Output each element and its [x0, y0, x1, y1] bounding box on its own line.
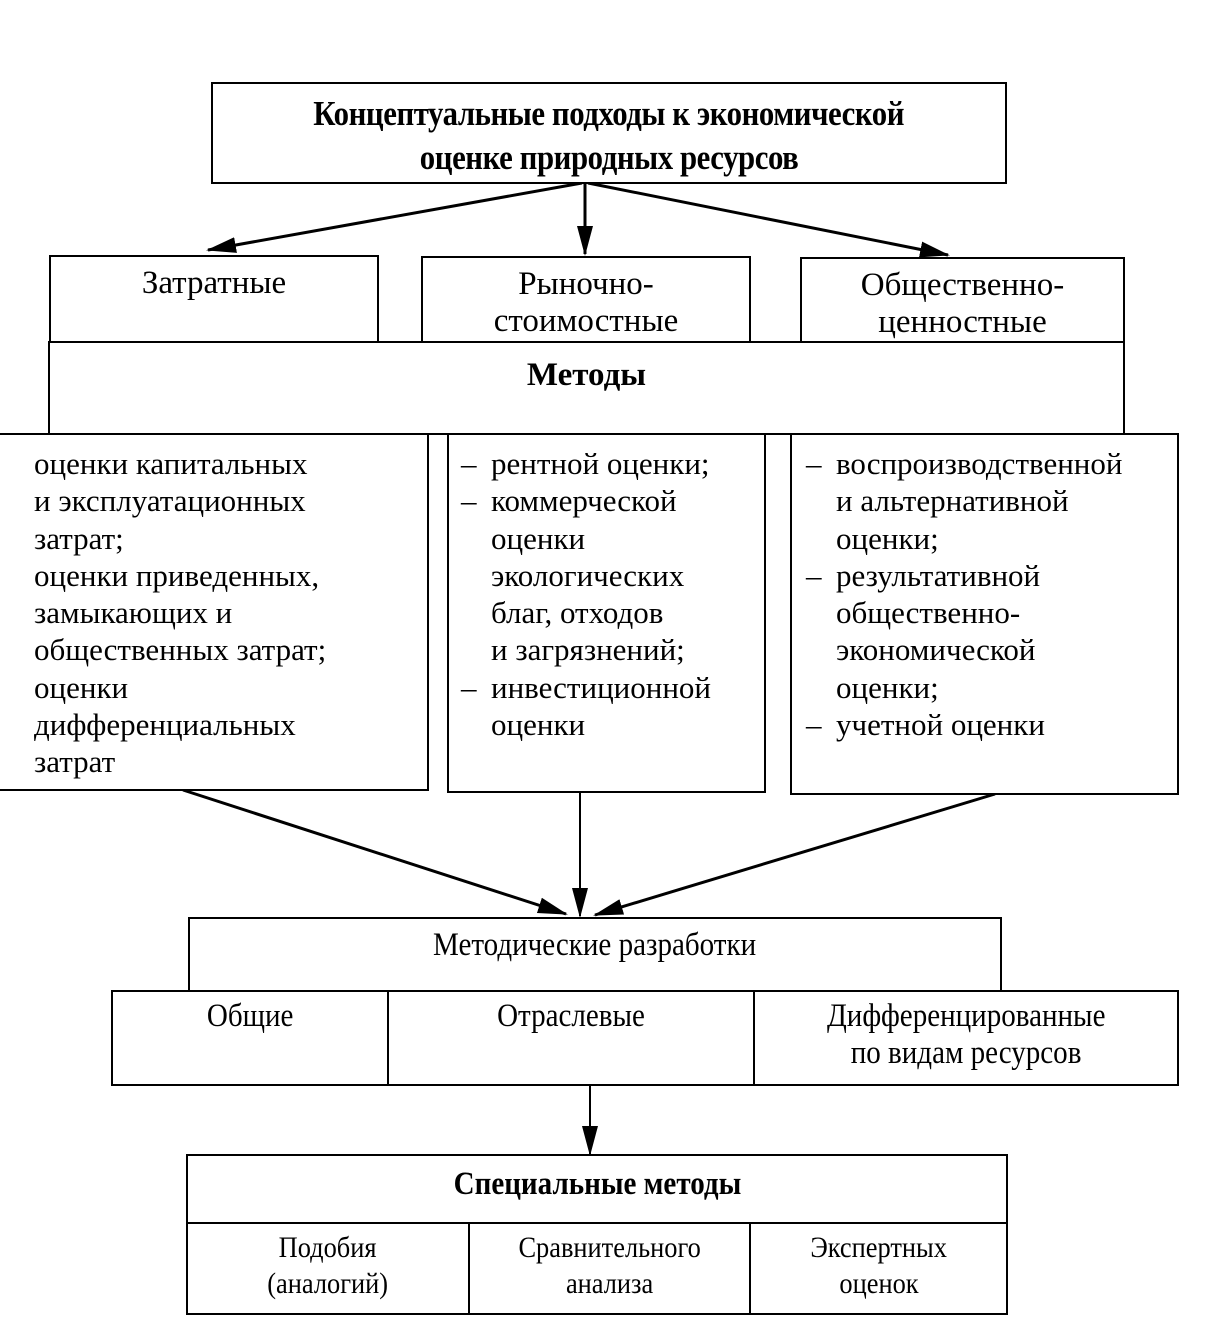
method-item: –учетной оценки — [806, 706, 1122, 743]
arrow-social-to-developments — [593, 792, 996, 917]
method-item: оценки — [34, 669, 129, 705]
arrow-to-social-approach — [587, 181, 950, 258]
approach-market-box: Рыночно- стоимостные — [421, 256, 751, 343]
development-sectoral-label: Отраслевые — [497, 998, 645, 1034]
method-item: оценки капитальных — [34, 446, 308, 481]
method-item: оценки — [461, 520, 711, 557]
approach-social-label-1: Общественно- — [860, 267, 1065, 303]
approach-social-label-2: ценностные — [878, 304, 1047, 340]
approach-market-label-2: стоимостные — [493, 303, 679, 339]
special-analogy-label-1: Подобия — [279, 1231, 377, 1264]
special-comparative-box: Сравнительного анализа — [468, 1222, 751, 1315]
method-item: –рентной оценки; — [461, 445, 711, 482]
method-item: оценки приведенных, — [34, 557, 320, 593]
approach-cost-label: Затратные — [141, 265, 287, 301]
method-item-text: учетной оценки — [836, 707, 1045, 743]
bullet-dash: – — [806, 707, 822, 743]
method-item: –результативной — [806, 557, 1122, 594]
special-comparative-label-1: Сравнительного — [518, 1231, 701, 1264]
method-item: дифференциальных — [34, 707, 296, 743]
method-item: –воспроизводственной — [806, 445, 1122, 482]
arrow-cost-to-developments — [182, 788, 568, 916]
root-title-line1: Концептуальные подходы к экономической — [313, 94, 905, 133]
method-item: экологических — [461, 557, 711, 594]
method-item-text: воспроизводственной — [836, 446, 1123, 481]
approach-market-label-1: Рыночно- — [518, 266, 654, 302]
developments-header-box: Методические разработки — [188, 917, 1002, 992]
method-item-text: и альтернативной — [836, 483, 1069, 519]
special-header-label: Специальные методы — [453, 1166, 741, 1202]
method-item-text: рентной оценки; — [491, 446, 710, 481]
method-item-text: экологических — [491, 557, 685, 593]
method-item-text: коммерческой — [491, 483, 677, 519]
bullet-dash: – — [806, 446, 822, 481]
bullet-dash: – — [461, 669, 477, 705]
method-item: экономической — [806, 631, 1122, 668]
method-item: и загрязнений; — [461, 631, 711, 668]
special-analogy-label-2: (аналогий) — [267, 1267, 389, 1300]
special-analogy-box: Подобия (аналогий) — [186, 1222, 470, 1315]
method-item-text: оценки — [491, 707, 586, 743]
method-item: оценки — [461, 706, 711, 743]
method-item: и альтернативной — [806, 482, 1122, 519]
approach-cost-box: Затратные — [49, 255, 379, 343]
special-expert-label-1: Экспертных — [810, 1231, 947, 1264]
method-item: –инвестиционной — [461, 669, 711, 706]
method-item-text: благ, отходов — [491, 595, 664, 631]
development-differentiated-box: Дифференцированные по видам ресурсов — [753, 990, 1179, 1086]
development-sectoral-box: Отраслевые — [387, 990, 755, 1086]
development-general-box: Общие — [111, 990, 389, 1086]
approach-social-box: Общественно- ценностные — [800, 257, 1125, 343]
method-item-text: оценки; — [836, 520, 939, 556]
method-item-text: оценки — [491, 520, 586, 556]
special-expert-label-2: оценок — [838, 1267, 919, 1300]
special-comparative-label-2: анализа — [565, 1267, 654, 1300]
method-item: общественных затрат; — [34, 632, 327, 668]
method-item-text: результативной — [836, 557, 1041, 593]
method-item: замыкающих и — [34, 595, 233, 631]
method-item: оценки; — [806, 669, 1122, 706]
bullet-dash: – — [806, 557, 822, 593]
method-item-text: оценки; — [836, 669, 939, 705]
method-item: общественно- — [806, 594, 1122, 631]
method-item: затрат; — [34, 520, 124, 556]
method-item-text: экономической — [836, 632, 1036, 668]
root-title-line2: оценке природных ресурсов — [419, 138, 799, 177]
special-header-box: Специальные методы — [186, 1154, 1008, 1224]
methods-header-box: Методы — [48, 341, 1125, 435]
method-item: и эксплуатационных — [34, 483, 306, 519]
methods-header-label: Методы — [526, 357, 647, 393]
method-item-text: и загрязнений; — [491, 632, 685, 668]
arrow-to-cost-approach — [206, 181, 583, 253]
development-differentiated-label-1: Дифференцированные — [826, 998, 1106, 1034]
development-general-label: Общие — [206, 998, 294, 1034]
special-expert-box: Экспертных оценок — [749, 1222, 1008, 1315]
method-item-text: общественно- — [836, 595, 1021, 631]
bullet-dash: – — [461, 446, 477, 481]
method-item-text: инвестиционной — [491, 669, 712, 705]
method-item: затрат — [34, 744, 116, 780]
root-concept-box: Концептуальные подходы к экономической о… — [211, 82, 1007, 184]
method-item: благ, отходов — [461, 594, 711, 631]
method-item: оценки; — [806, 520, 1122, 557]
development-differentiated-label-2: по видам ресурсов — [850, 1035, 1082, 1071]
developments-header-label: Методические разработки — [433, 927, 757, 963]
method-item: –коммерческой — [461, 482, 711, 519]
bullet-dash: – — [461, 483, 477, 519]
